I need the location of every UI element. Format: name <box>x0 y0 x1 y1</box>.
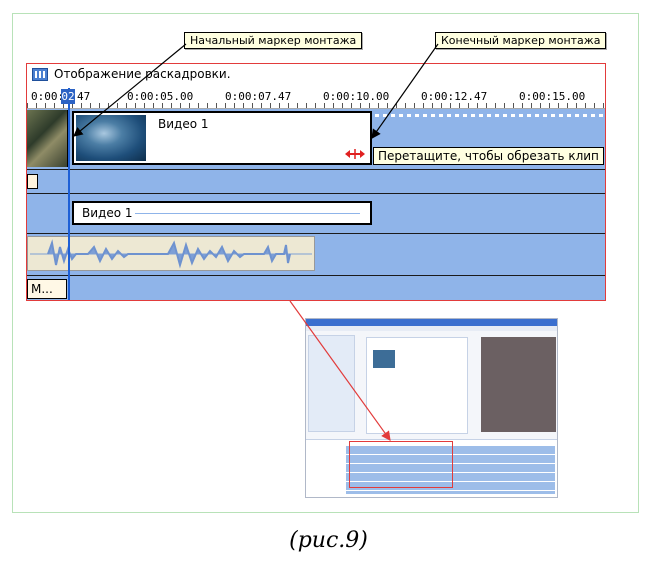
mini-preview-monitor <box>481 337 556 432</box>
ruler-tick: 0:00:10.00 <box>323 90 390 103</box>
ruler-tick: 0:00:15.00 <box>519 90 586 103</box>
mini-collection-pane <box>366 337 468 434</box>
figure-caption: (рис.9) <box>289 528 368 553</box>
playhead-line[interactable] <box>68 88 70 300</box>
ruler-tick: 0:00: <box>31 90 65 103</box>
full-window-thumbnail <box>305 318 558 498</box>
mini-titlebar <box>306 319 557 326</box>
start-marker-callout: Начальный маркер монтажа <box>184 32 363 49</box>
mini-clip-thumbnail <box>373 350 395 368</box>
figure-frame <box>12 13 639 513</box>
waveform-graphic <box>30 239 312 269</box>
ruler-tick: 0:00:05.00 <box>127 90 194 103</box>
transition-track[interactable] <box>27 170 605 194</box>
music-clip[interactable] <box>27 236 315 271</box>
video-clip[interactable]: Видео 1 <box>72 111 372 165</box>
audio-clip[interactable]: Видео 1 <box>72 201 372 225</box>
mini-tasks-pane <box>308 335 355 432</box>
clip-thumbnail <box>76 115 146 161</box>
audio-level-line <box>82 213 360 214</box>
video-clip-label: Видео 1 <box>158 117 209 131</box>
mini-menubar <box>306 326 557 331</box>
end-marker-callout: Конечный маркер монтажа <box>435 32 607 49</box>
title-clip[interactable]: М... <box>27 279 67 299</box>
music-track[interactable] <box>27 234 605 276</box>
ruler-tick: 47 <box>77 90 91 103</box>
playhead-handle[interactable]: 02 <box>61 89 75 104</box>
transition-item[interactable] <box>27 174 38 189</box>
timeline-header: Отображение раскадровки. <box>27 64 605 87</box>
trim-tooltip: Перетащите, чтобы обрезать клип <box>373 147 604 165</box>
timeline-panel: Отображение раскадровки. 0:00: 47 0:00:0… <box>26 63 606 301</box>
zoom-region-highlight <box>349 441 453 488</box>
ruler-tick-marks <box>27 103 605 108</box>
clip-extension-guide <box>375 114 605 117</box>
title-overlay-track[interactable]: М... <box>27 276 605 300</box>
time-ruler[interactable]: 0:00: 47 0:00:05.00 0:00:07.47 0:00:10.0… <box>27 88 605 109</box>
audio-video-track[interactable]: Видео 1 <box>27 194 605 234</box>
mini-timeline-tracks <box>346 446 555 494</box>
storyboard-toggle-label[interactable]: Отображение раскадровки. <box>54 67 231 81</box>
audio-clip-label: Видео 1 <box>82 206 135 220</box>
storyboard-icon[interactable] <box>32 68 48 81</box>
ruler-tick: 0:00:12.47 <box>421 90 488 103</box>
trim-arrow-icon[interactable] <box>345 149 365 159</box>
previous-clip-thumbnail[interactable] <box>27 110 68 167</box>
ruler-tick: 0:00:07.47 <box>225 90 292 103</box>
